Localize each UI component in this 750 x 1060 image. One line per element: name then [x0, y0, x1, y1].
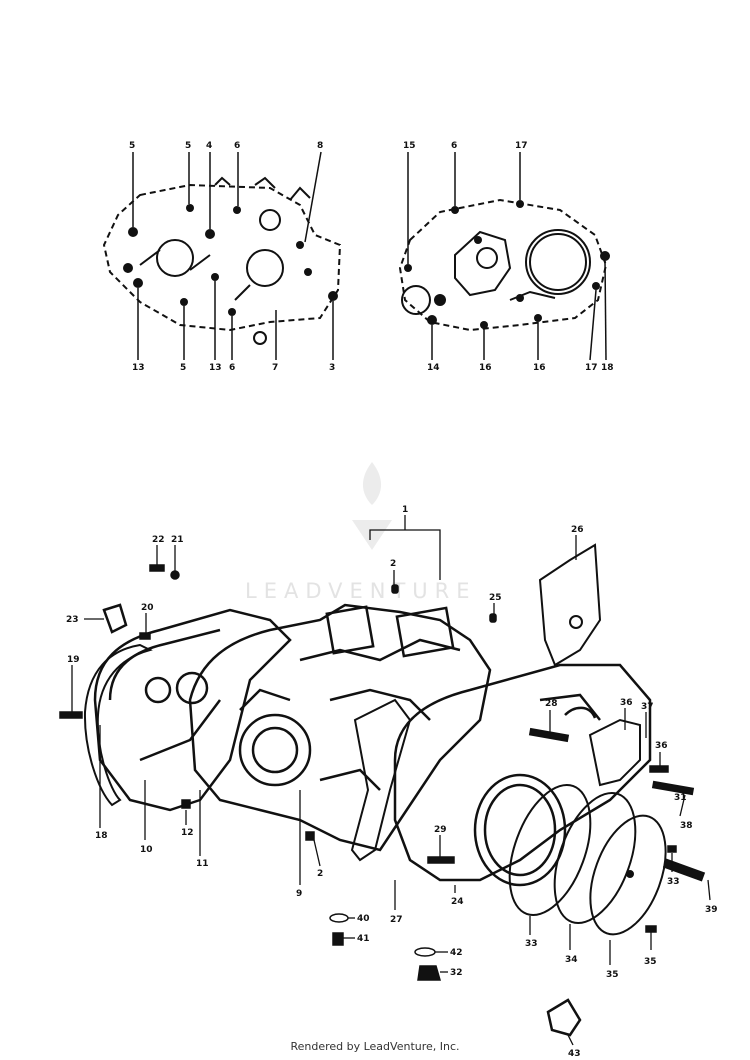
- callout-number: 20: [141, 603, 154, 613]
- callout-number: 38: [680, 821, 693, 831]
- callout-number: 19: [67, 655, 80, 665]
- clutch-cover-plates: [508, 783, 667, 936]
- callout-number: 43: [568, 1049, 581, 1059]
- callout-number: 35: [644, 957, 657, 967]
- callout-number: 25: [489, 593, 502, 603]
- left-cover-gasket: [83, 643, 153, 807]
- callout-number: 4: [206, 141, 212, 151]
- crankcase-gasket: [350, 698, 412, 862]
- callout-number: 12: [181, 828, 194, 838]
- callout-number: 33: [525, 939, 538, 949]
- callout-number: 21: [171, 535, 184, 545]
- main-leader-lines: [71, 515, 711, 1046]
- callout-number: 36: [655, 741, 668, 751]
- callout-number: 2: [390, 559, 396, 569]
- callout-number: 41: [357, 934, 370, 944]
- callout-number: 37: [641, 702, 654, 712]
- callout-number: 2: [317, 869, 323, 879]
- callout-number: 9: [296, 889, 302, 899]
- left-case-bolts: [123, 204, 338, 316]
- callout-number: 18: [601, 363, 614, 373]
- left-case-callouts: 5 5 4 6 8 3 13 5 13 6 7: [129, 141, 335, 373]
- callout-number: 5: [185, 141, 191, 151]
- callout-number: 18: [95, 831, 108, 841]
- callout-number: 16: [479, 363, 492, 373]
- callout-number: 5: [129, 141, 135, 151]
- callout-number: 8: [317, 141, 323, 151]
- callout-number: 15: [403, 141, 416, 151]
- callout-number: 28: [545, 699, 558, 709]
- callout-number: 26: [571, 525, 584, 535]
- right-case-leader-lines: [407, 152, 607, 361]
- callout-number: 22: [152, 535, 165, 545]
- right-side-cover: [393, 663, 652, 887]
- callout-number: 7: [272, 363, 278, 373]
- callout-number: 6: [451, 141, 457, 151]
- callout-number: 10: [140, 845, 153, 855]
- callout-number: 39: [705, 905, 718, 915]
- callout-number: 17: [585, 363, 598, 373]
- callout-number: 13: [209, 363, 222, 373]
- right-cover-gasket: [588, 718, 641, 787]
- footer-credit: Rendered by LeadVenture, Inc.: [290, 1040, 460, 1053]
- callout-number: 16: [533, 363, 546, 373]
- callout-number: 13: [132, 363, 145, 373]
- callout-number: 1: [402, 505, 408, 515]
- left-case-leader-lines: [132, 151, 334, 360]
- left-crankcase-half: [102, 176, 342, 345]
- callout-number: 6: [229, 363, 235, 373]
- gear-shift-bracket: [538, 543, 602, 667]
- right-case-callouts: 15 6 17 14 16 16 17 18: [403, 141, 614, 373]
- watermark-logo: LEADVENTURE: [245, 462, 477, 603]
- small-parts: [59, 564, 706, 1037]
- crankcase-main-body: [188, 603, 492, 852]
- callout-number: 14: [427, 363, 440, 373]
- callout-number: 5: [180, 363, 186, 373]
- callout-number: 33: [667, 877, 680, 887]
- callout-number: 34: [565, 955, 578, 965]
- callout-number: 24: [451, 897, 464, 907]
- callout-number: 31: [674, 793, 687, 803]
- watermark-text: LEADVENTURE: [245, 579, 477, 603]
- callout-number: 23: [66, 615, 79, 625]
- callout-number: 3: [329, 363, 335, 373]
- callout-number: 40: [357, 914, 370, 924]
- left-side-cover: [93, 608, 292, 812]
- callout-number: 42: [450, 948, 463, 958]
- callout-number: 27: [390, 915, 403, 925]
- callout-number: 17: [515, 141, 528, 151]
- callout-number: 35: [606, 970, 619, 980]
- callout-number: 6: [234, 141, 240, 151]
- callout-number: 32: [450, 968, 463, 978]
- main-callouts: 1 2 22 21 23 20 25 26 19 28 36 37 36 38 …: [66, 505, 718, 1059]
- callout-number: 11: [196, 859, 209, 869]
- callout-number: 29: [434, 825, 447, 835]
- right-crankcase-half: [398, 198, 608, 332]
- callout-number: 36: [620, 698, 633, 708]
- right-case-bolts: [404, 200, 610, 329]
